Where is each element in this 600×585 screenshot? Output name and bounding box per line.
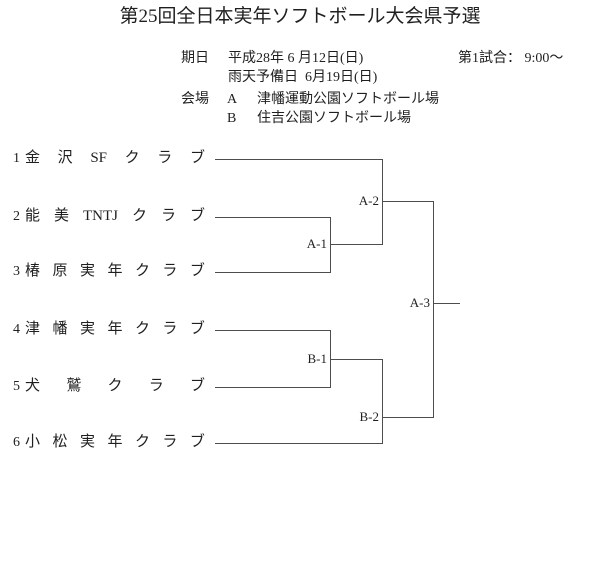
team-row: 6 小松実年クラブ — [13, 433, 205, 451]
bracket-connector-a2-out — [382, 201, 433, 202]
rain-backup-date: 雨天予備日 6月19日(日) — [228, 70, 378, 85]
team-seed: 2 — [13, 209, 20, 224]
date-label: 期日 — [181, 51, 209, 66]
bracket-connector-final-out — [433, 303, 460, 304]
date-value: 平成28年 6 月12日(日) — [228, 51, 364, 66]
bracket-line-team-3 — [215, 272, 330, 273]
venue-label: 会場 — [181, 92, 209, 107]
first-game-time: 第1試合： 9:00～ — [458, 51, 564, 66]
bracket-connector-a1-vertical — [330, 217, 331, 273]
bracket-line-team-2 — [215, 217, 330, 218]
bracket-line-team-4 — [215, 330, 330, 331]
match-label-b1: B-1 — [307, 351, 328, 366]
venue-b-key: B — [227, 111, 237, 126]
bracket-connector-final-vertical — [433, 201, 434, 418]
bracket-line-team-1 — [215, 159, 382, 160]
team-seed: 1 — [13, 151, 20, 166]
bracket-connector-b2-vertical — [382, 359, 383, 444]
team-seed: 3 — [13, 264, 20, 279]
team-row: 4 津幡実年クラブ — [13, 320, 205, 338]
match-label-a2: A-2 — [358, 193, 379, 208]
page-title: 第25回全日本実年ソフトボール大会県予選 — [119, 6, 481, 27]
team-name: 椿原実年クラブ — [25, 263, 205, 279]
venue-a-key: A — [227, 92, 238, 107]
bracket-connector-a1-out — [330, 244, 382, 245]
team-seed: 5 — [13, 379, 20, 394]
bracket-line-team-6 — [215, 443, 382, 444]
bracket-connector-b1-out — [330, 359, 382, 360]
match-label-final: A-3 — [409, 295, 430, 310]
team-name: 津幡実年クラブ — [25, 321, 205, 337]
match-label-b2: B-2 — [359, 409, 380, 424]
bracket-connector-b2-out — [382, 417, 433, 418]
team-name: 小松実年クラブ — [25, 434, 205, 450]
team-row: 5 犬鷲クラブ — [13, 377, 205, 395]
match-label-a1: A-1 — [306, 236, 327, 251]
team-seed: 4 — [13, 322, 20, 337]
venue-b-name: 住吉公園ソフトボール場 — [257, 111, 411, 126]
team-name: 犬鷲クラブ — [25, 378, 205, 394]
bracket-connector-a2-vertical — [382, 159, 383, 245]
venue-a-name: 津幡運動公園ソフトボール場 — [257, 92, 439, 107]
bracket-line-team-5 — [215, 387, 330, 388]
team-row: 3 椿原実年クラブ — [13, 262, 205, 280]
team-seed: 6 — [13, 435, 20, 450]
